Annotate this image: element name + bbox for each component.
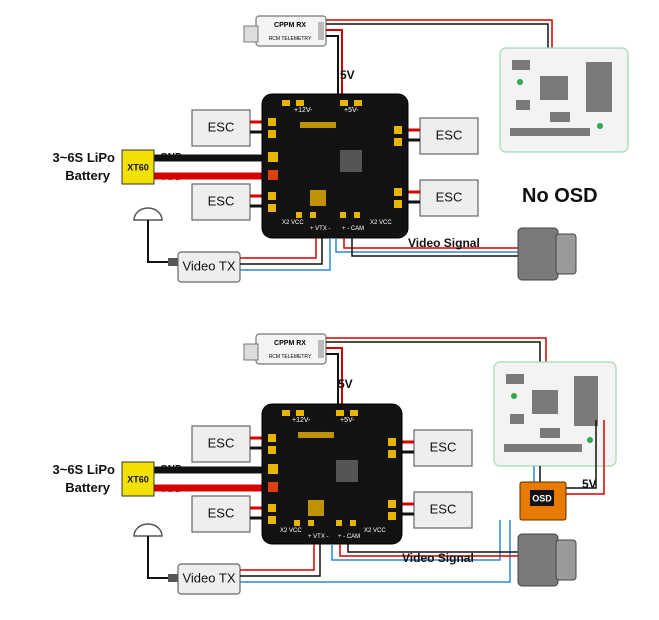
bottom-video-signal-label: Video Signal	[402, 551, 474, 565]
bottom-battery-label-2: Battery	[65, 480, 111, 495]
top-gnd-label: GND	[160, 152, 182, 163]
top-esc-4	[419, 179, 479, 217]
bottom-battery-label-1: 3~6S LiPo	[53, 462, 116, 477]
top-pdb-x2vcc2-label: X2 VCC	[370, 220, 392, 226]
top-power-distribution-board: +12V- +5V- X2 VCC + VTX - + - CAM X2 VCC	[261, 93, 409, 239]
top-pdb-cam-label: + - CAM	[342, 226, 364, 232]
top-antenna	[133, 207, 178, 266]
bottom-camera	[517, 533, 577, 587]
bottom-5v-right-label: 5V	[582, 477, 597, 491]
top-5v-label: 5V	[340, 68, 355, 82]
top-video-tx-label: Video TX	[182, 258, 235, 273]
bottom-pdb-cam-label: + - CAM	[338, 534, 360, 540]
bottom-pdb-vtx-label: + VTX -	[308, 534, 329, 540]
top-video-signal-label: Video Signal	[408, 236, 480, 250]
top-esc-3-label: ESC	[436, 127, 463, 142]
top-pdb-x2vcc-label: X2 VCC	[282, 220, 304, 226]
bottom-diagram: CPPM RX RCM TELEMETRY 5V ESC ESC ESC	[53, 333, 617, 595]
bottom-esc-3	[413, 429, 473, 467]
top-esc-1-label: ESC	[208, 119, 235, 134]
bottom-antenna	[133, 523, 178, 582]
bottom-flight-controller	[493, 361, 617, 467]
bottom-xt60-connector	[121, 461, 155, 497]
bottom-power-distribution-board: +12V- +5V- X2 VCC + VTX - + - CAM X2 VCC	[261, 403, 403, 545]
bottom-cppm-rx: CPPM RX RCM TELEMETRY	[243, 333, 327, 365]
bottom-xt60-label: XT60	[127, 474, 149, 484]
top-pdb-vtx-label: + VTX -	[310, 226, 331, 232]
bottom-pdb-x2vcc-label: X2 VCC	[280, 528, 302, 534]
top-battery-label-1: 3~6S LiPo	[53, 150, 116, 165]
top-xt60-connector	[121, 149, 155, 185]
top-xt60-label: XT60	[127, 162, 149, 172]
top-esc-1	[191, 109, 251, 147]
top-no-osd-label: No OSD	[522, 185, 598, 207]
top-esc-2	[191, 183, 251, 221]
bottom-osd-label: OSD	[532, 493, 552, 503]
bottom-esc-1-label: ESC	[208, 435, 235, 450]
bottom-vcc-label: VCC	[160, 484, 181, 495]
bottom-pdb-12v-label: +12V-	[292, 417, 311, 424]
top-pdb-12v-label: +12V-	[294, 107, 313, 114]
top-vcc-label: VCC	[160, 172, 181, 183]
top-flight-controller	[499, 47, 629, 153]
bottom-rx-title: CPPM RX	[274, 340, 306, 347]
bottom-video-tx-label: Video TX	[182, 570, 235, 585]
bottom-5v-top-label: 5V	[338, 377, 353, 391]
top-camera	[517, 227, 577, 281]
bottom-esc-2-label: ESC	[208, 505, 235, 520]
top-cppm-rx: CPPM RX RCM TELEMETRY	[243, 15, 327, 47]
bottom-osd-module: OSD	[519, 481, 567, 521]
bottom-gnd-label: GND	[160, 464, 182, 475]
top-esc-2-label: ESC	[208, 193, 235, 208]
top-battery-label-2: Battery	[65, 168, 111, 183]
top-esc-3	[419, 117, 479, 155]
bottom-pdb-x2vcc2-label: X2 VCC	[364, 528, 386, 534]
bottom-rx-subtitle: RCM TELEMETRY	[269, 354, 312, 360]
bottom-esc-1	[191, 425, 251, 463]
top-diagram: CPPM RX RCM TELEMETRY 5V ESC ESC ESC	[53, 15, 629, 283]
top-esc-4-label: ESC	[436, 189, 463, 204]
top-rx-subtitle: RCM TELEMETRY	[269, 36, 312, 42]
bottom-esc-2	[191, 495, 251, 533]
top-pdb-5v-label: +5V-	[344, 107, 359, 114]
bottom-esc-4	[413, 491, 473, 529]
top-video-tx	[177, 251, 241, 283]
bottom-video-tx	[177, 563, 241, 595]
bottom-esc-4-label: ESC	[430, 501, 457, 516]
bottom-pdb-5v-label: +5V-	[340, 417, 355, 424]
bottom-esc-3-label: ESC	[430, 439, 457, 454]
top-rx-title: CPPM RX	[274, 22, 306, 29]
